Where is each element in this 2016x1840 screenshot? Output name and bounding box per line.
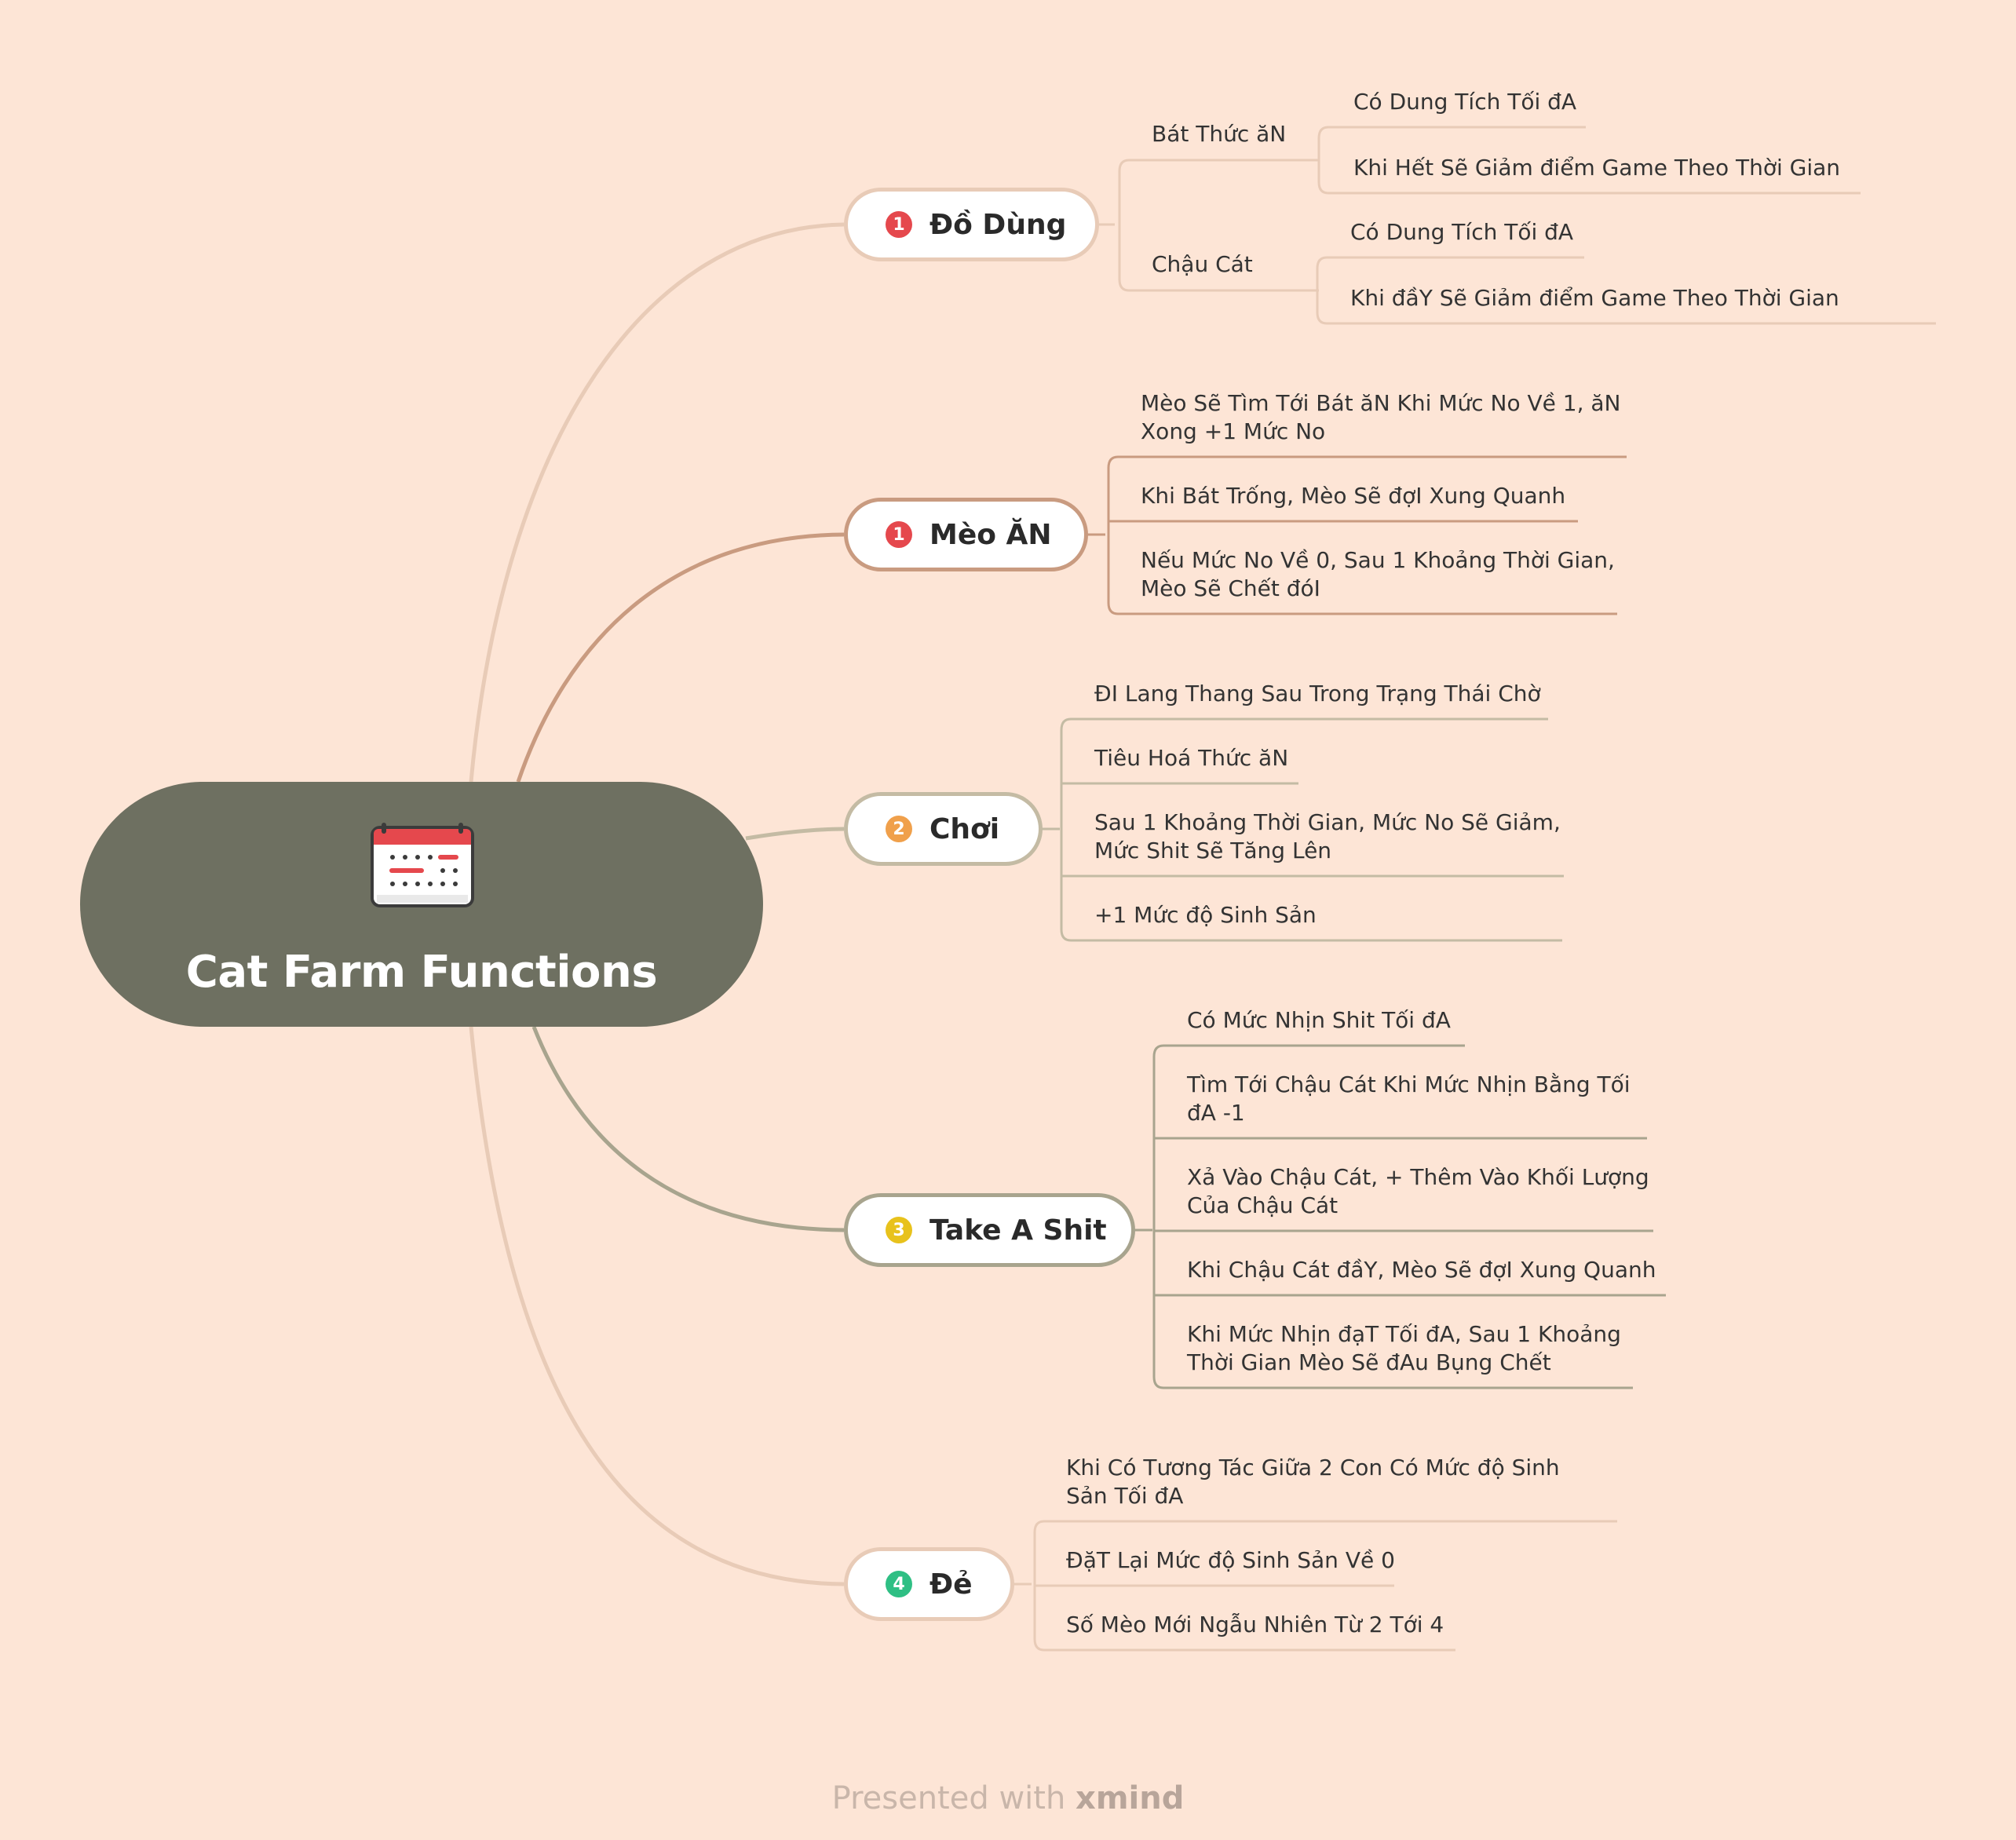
leaf-line: Xong +1 Mức No [1141, 418, 1326, 444]
branch-label: Chơi [929, 812, 1000, 845]
leaf-topic[interactable]: Khi Mức Nhịn đạT Tối đA, Sau 1 Khoảng Th… [1187, 1320, 1621, 1377]
leaf-line: Mèo Sẽ Tìm Tới Bát ăN Khi Mức No Về 1, ă… [1141, 390, 1621, 416]
leaf-topic[interactable]: Xả Vào Chậu Cát, + Thêm Vào Khối Lượng C… [1187, 1163, 1649, 1220]
branch-de[interactable]: 4 Đẻ [844, 1547, 1014, 1621]
priority-4-icon: 4 [886, 1571, 912, 1597]
leaf-line: Mức Shit Sẽ Tăng Lên [1094, 838, 1332, 863]
leaf-topic[interactable]: Tiêu Hoá Thức ăN [1094, 744, 1288, 772]
leaf-line: Nếu Mức No Về 0, Sau 1 Khoảng Thời Gian, [1141, 547, 1615, 573]
central-topic[interactable]: Cat Farm Functions [80, 782, 763, 1027]
leaf-topic[interactable]: +1 Mức độ Sinh Sản [1094, 901, 1317, 929]
leaf-topic[interactable]: Khi đầY Sẽ Giảm điểm Game Theo Thời Gian [1350, 285, 1839, 311]
leaf-topic[interactable]: Có Dung Tích Tối đA [1350, 219, 1574, 245]
xmind-watermark: Presented with xmind [0, 1780, 2016, 1816]
central-title: Cat Farm Functions [185, 947, 658, 998]
branch-label: Take A Shit [929, 1214, 1107, 1247]
leaf-topic[interactable]: Mèo Sẽ Tìm Tới Bát ăN Khi Mức No Về 1, ă… [1141, 389, 1621, 446]
leaf-line: ĐI Lang Thang Sau Trong Trạng Thái Chờ [1094, 681, 1541, 706]
leaf-line: Mèo Sẽ Chết đóI [1141, 575, 1320, 601]
watermark-brand: xmind [1076, 1780, 1185, 1816]
leaf-line: +1 Mức độ Sinh Sản [1094, 902, 1317, 928]
branch-label: Mèo ĂN [929, 518, 1052, 551]
leaf-line: Tìm Tới Chậu Cát Khi Mức Nhịn Bằng Tối [1187, 1072, 1631, 1097]
leaf-topic[interactable]: ĐI Lang Thang Sau Trong Trạng Thái Chờ [1094, 680, 1541, 708]
leaf-line: Sản Tối đA [1066, 1483, 1184, 1509]
leaf-line: Tiêu Hoá Thức ăN [1094, 745, 1289, 771]
leaf-topic[interactable]: Có Mức Nhịn Shit Tối đA [1187, 1006, 1451, 1035]
leaf-topic[interactable]: Tìm Tới Chậu Cát Khi Mức Nhịn Bằng Tối đ… [1187, 1071, 1631, 1127]
leaf-line: Thời Gian Mèo Sẽ đAu Bụng Chết [1187, 1349, 1551, 1375]
leaf-line: Sau 1 Khoảng Thời Gian, Mức No Sẽ Giảm, [1094, 809, 1561, 835]
branch-choi[interactable]: 2 Chơi [844, 792, 1043, 866]
branch-take-a-shit[interactable]: 3 Take A Shit [844, 1193, 1135, 1267]
branch-do-dung[interactable]: 1 Đồ Dùng [844, 188, 1099, 261]
leaf-topic[interactable]: Khi Bát Trống, Mèo Sẽ đợI Xung Quanh [1141, 482, 1565, 510]
priority-1-icon: 1 [886, 521, 912, 548]
watermark-prefix: Presented with [831, 1780, 1076, 1816]
leaf-line: Số Mèo Mới Ngẫu Nhiên Từ 2 Tới 4 [1066, 1612, 1444, 1637]
leaf-topic[interactable]: Số Mèo Mới Ngẫu Nhiên Từ 2 Tới 4 [1066, 1611, 1444, 1639]
leaf-topic[interactable]: Nếu Mức No Về 0, Sau 1 Khoảng Thời Gian,… [1141, 546, 1615, 603]
priority-1-icon: 1 [886, 211, 912, 238]
leaf-line: ĐặT Lại Mức độ Sinh Sản Về 0 [1066, 1547, 1395, 1573]
leaf-topic[interactable]: Khi Có Tương Tác Giữa 2 Con Có Mức độ Si… [1066, 1454, 1560, 1510]
calendar-icon [371, 823, 474, 907]
subtopic-bat-thuc-an[interactable]: Bát Thức ăN [1152, 121, 1287, 147]
branch-label: Đẻ [929, 1568, 973, 1601]
leaf-line: Khi Có Tương Tác Giữa 2 Con Có Mức độ Si… [1066, 1455, 1560, 1480]
leaf-topic[interactable]: Khi Hết Sẽ Giảm điểm Game Theo Thời Gian [1353, 155, 1841, 181]
branch-label: Đồ Dùng [929, 208, 1067, 241]
leaf-line: Xả Vào Chậu Cát, + Thêm Vào Khối Lượng [1187, 1164, 1649, 1190]
priority-2-icon: 2 [886, 816, 912, 842]
leaf-line: Có Mức Nhịn Shit Tối đA [1187, 1007, 1451, 1033]
priority-3-icon: 3 [886, 1217, 912, 1243]
leaf-line: Khi Chậu Cát đầY, Mèo Sẽ đợI Xung Quanh [1187, 1257, 1656, 1283]
leaf-topic[interactable]: Có Dung Tích Tối đA [1353, 89, 1577, 115]
subtopic-chau-cat[interactable]: Chậu Cát [1152, 251, 1253, 277]
leaf-topic[interactable]: Khi Chậu Cát đầY, Mèo Sẽ đợI Xung Quanh [1187, 1256, 1656, 1284]
leaf-line: Khi Mức Nhịn đạT Tối đA, Sau 1 Khoảng [1187, 1321, 1621, 1347]
leaf-line: Khi Bát Trống, Mèo Sẽ đợI Xung Quanh [1141, 483, 1566, 509]
leaf-line: đA -1 [1187, 1100, 1245, 1126]
leaf-topic[interactable]: Sau 1 Khoảng Thời Gian, Mức No Sẽ Giảm, … [1094, 809, 1561, 865]
leaf-topic[interactable]: ĐặT Lại Mức độ Sinh Sản Về 0 [1066, 1546, 1395, 1575]
branch-meo-an[interactable]: 1 Mèo ĂN [844, 498, 1088, 571]
leaf-line: Của Chậu Cát [1187, 1192, 1339, 1218]
